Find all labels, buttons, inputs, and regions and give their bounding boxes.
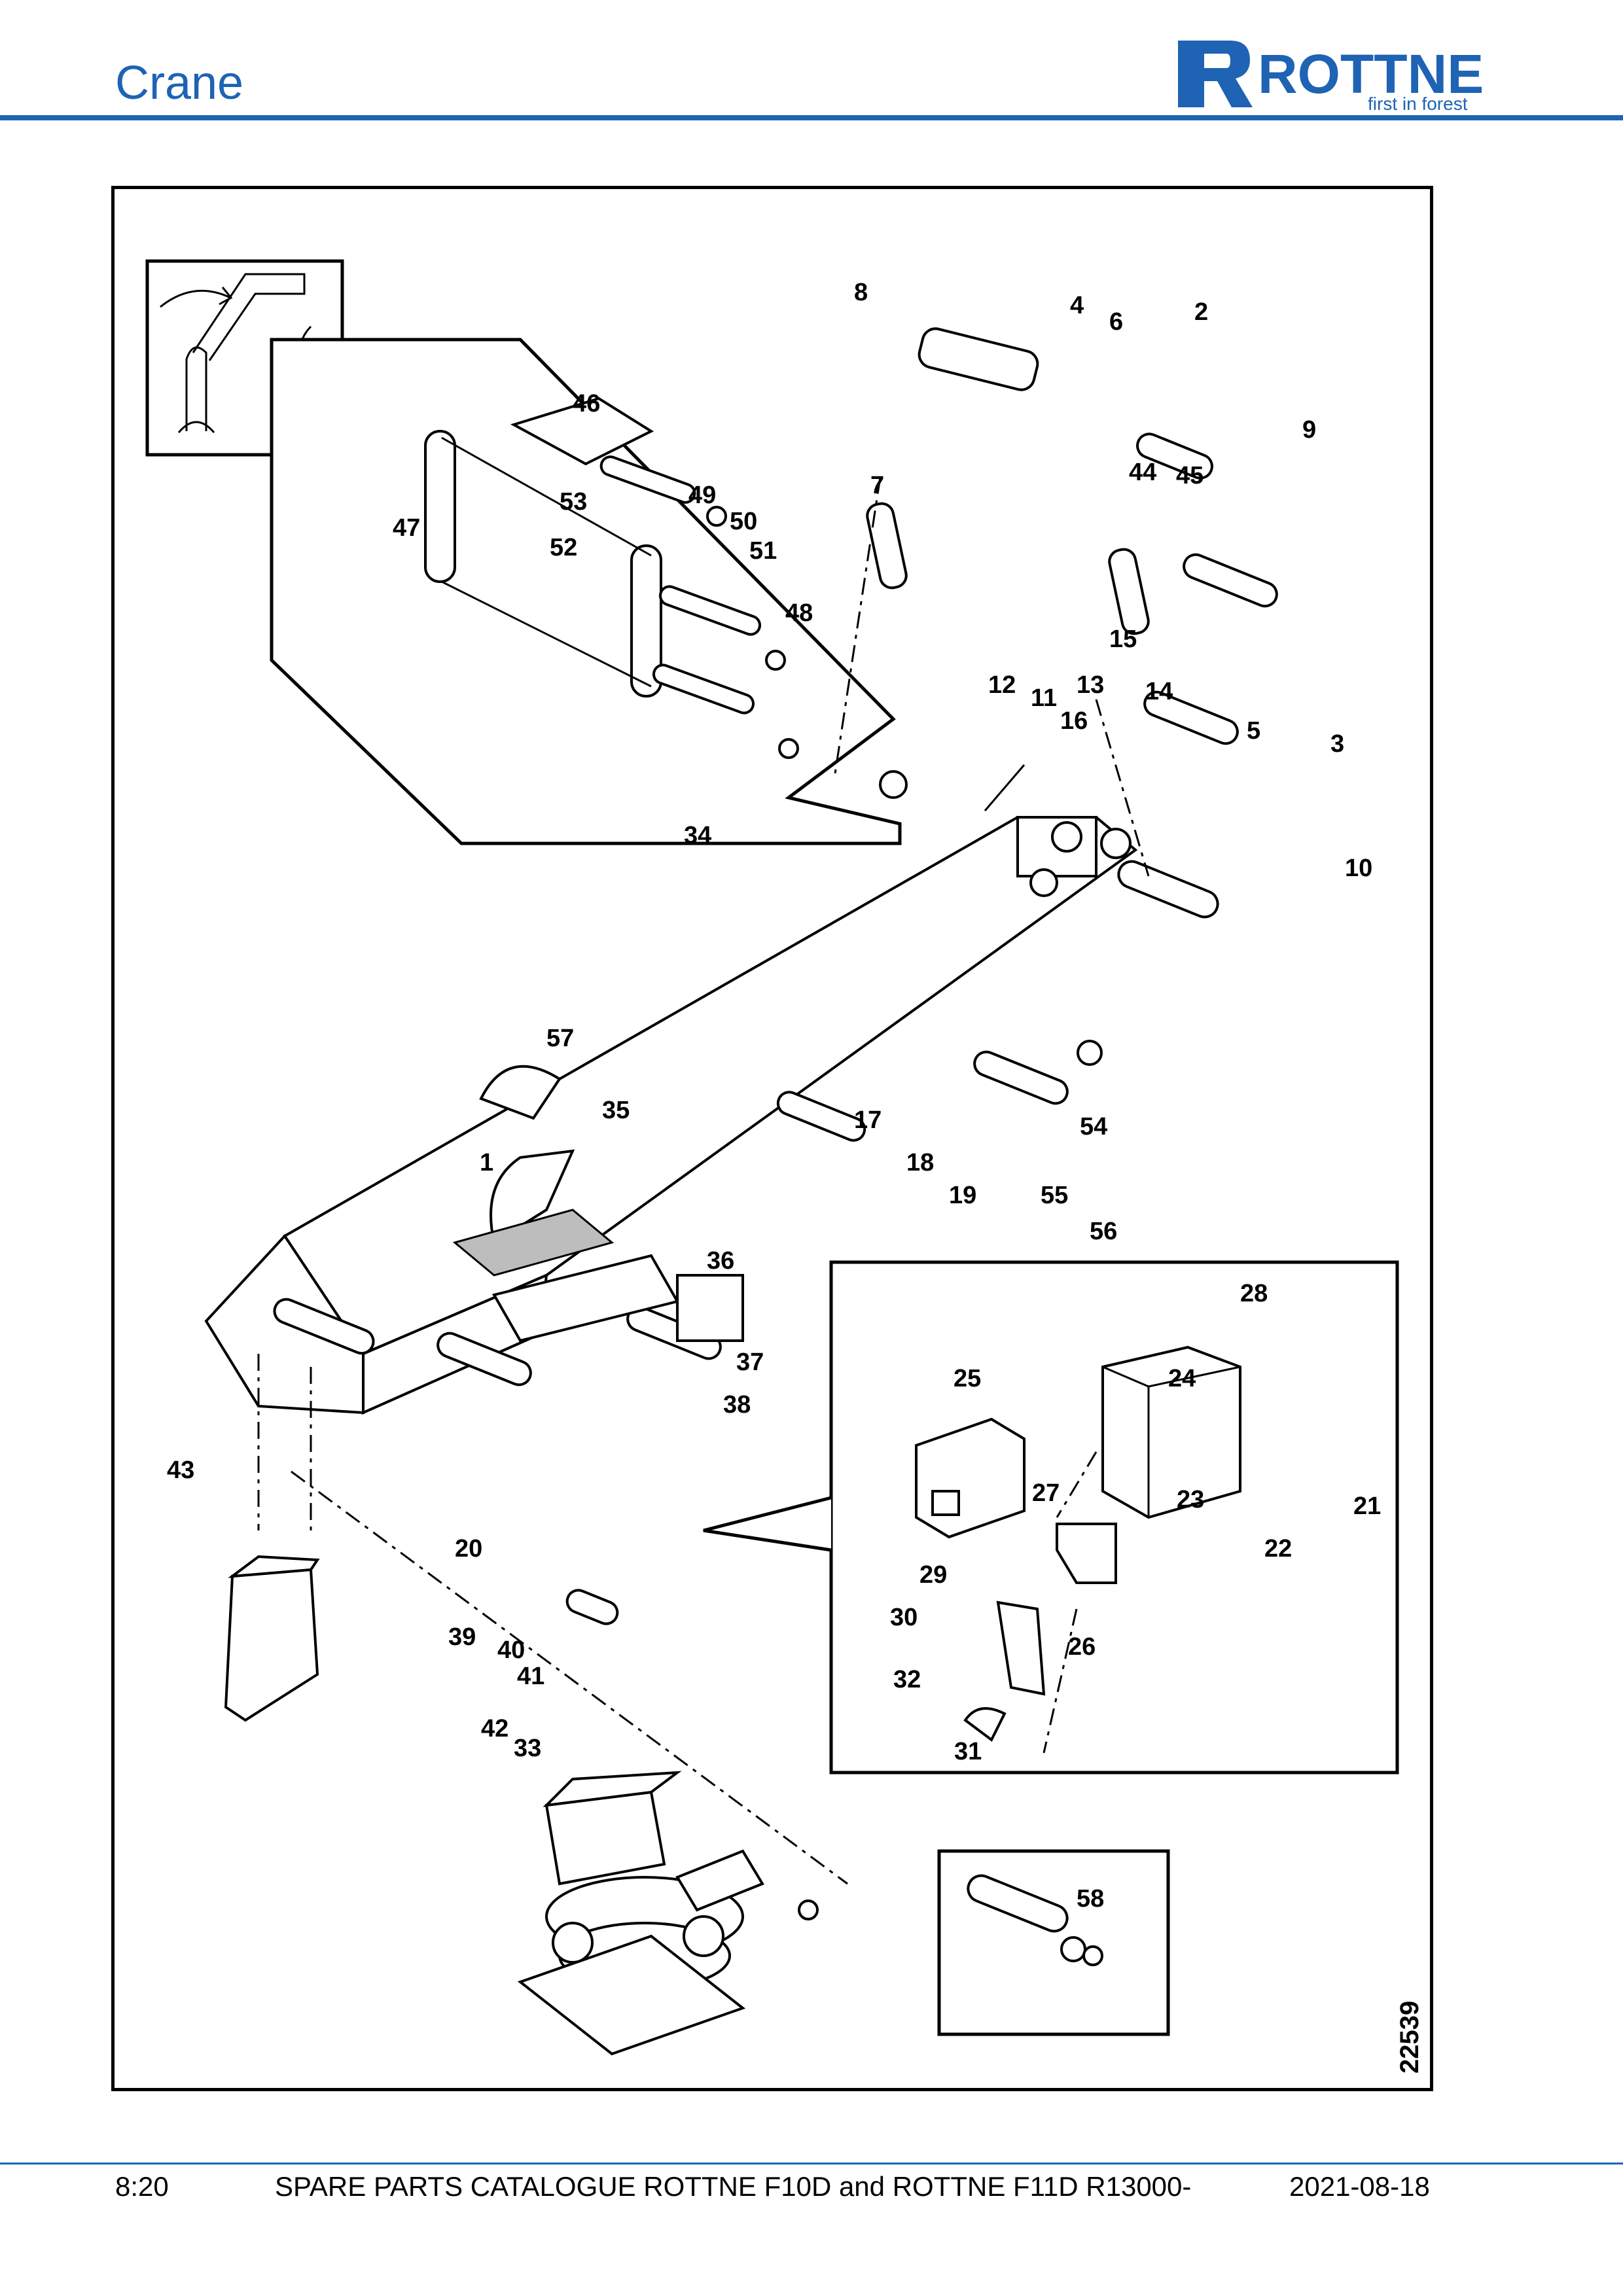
label-45: 45	[1176, 462, 1204, 489]
label-39: 39	[448, 1623, 476, 1651]
label-15: 15	[1109, 626, 1137, 653]
logo-tagline: first in forest	[1368, 94, 1468, 113]
label-5: 5	[1247, 717, 1260, 745]
label-43: 43	[167, 1457, 194, 1484]
label-58: 58	[1077, 1885, 1104, 1913]
label-26: 26	[1068, 1633, 1096, 1661]
lower-pins	[257, 1209, 848, 1885]
label-24: 24	[1168, 1365, 1196, 1392]
label-28: 28	[1240, 1280, 1268, 1307]
label-48: 48	[785, 599, 813, 627]
rottne-logo: ROTTNE first in forest	[1178, 41, 1484, 113]
label-42: 42	[481, 1715, 508, 1742]
label-47: 47	[393, 514, 420, 542]
label-36: 36	[707, 1247, 734, 1275]
base-cover	[224, 1555, 320, 1722]
label-49: 49	[688, 482, 716, 509]
label-29: 29	[919, 1561, 947, 1589]
label-17: 17	[854, 1106, 882, 1134]
label-34: 34	[684, 822, 711, 849]
label-53: 53	[560, 488, 587, 516]
label-1: 1	[480, 1149, 493, 1176]
label-56: 56	[1090, 1218, 1117, 1245]
label-8: 8	[854, 279, 868, 306]
catalogue-title: SPARE PARTS CATALOGUE ROTTNE F10D and RO…	[275, 2171, 1192, 2202]
label-30: 30	[890, 1604, 918, 1631]
label-44: 44	[1129, 459, 1156, 486]
label-41: 41	[517, 1663, 544, 1690]
drawing-number: 22539	[1395, 2001, 1424, 2074]
pin-inset	[937, 1849, 1170, 2036]
label-22: 22	[1264, 1535, 1292, 1563]
label-46: 46	[573, 390, 600, 417]
label-51: 51	[749, 537, 777, 565]
label-4: 4	[1070, 292, 1084, 319]
label-40: 40	[497, 1636, 525, 1664]
label-16: 16	[1060, 707, 1088, 735]
header-divider	[0, 115, 1623, 120]
label-13: 13	[1077, 671, 1104, 699]
label-10: 10	[1345, 855, 1372, 882]
label-27: 27	[1032, 1479, 1060, 1507]
label-14: 14	[1145, 678, 1173, 705]
exploded-parts-diagram: 1 2 3 4 5 6 7 8 9 10 11 12 13 14 15 16 1…	[145, 259, 1424, 2074]
label-57: 57	[546, 1025, 574, 1052]
label-52: 52	[550, 534, 577, 561]
label-23: 23	[1177, 1486, 1204, 1513]
label-9: 9	[1302, 416, 1316, 444]
part-number-labels: 1 2 3 4 5 6 7 8 9 10 11 12 13 14 15 16 1…	[167, 279, 1381, 1913]
label-11: 11	[1031, 684, 1057, 712]
page-title: Crane	[115, 57, 244, 109]
boom-pins	[776, 327, 1278, 1142]
label-12: 12	[988, 671, 1016, 699]
diagram-frame: 1 2 3 4 5 6 7 8 9 10 11 12 13 14 15 16 1…	[111, 186, 1433, 2091]
label-2: 2	[1194, 298, 1208, 326]
label-18: 18	[906, 1149, 934, 1176]
label-50: 50	[730, 508, 757, 535]
label-25: 25	[954, 1365, 981, 1392]
logo-mark	[1178, 41, 1253, 107]
linkage-inset	[270, 338, 902, 845]
label-32: 32	[893, 1666, 921, 1693]
label-6: 6	[1109, 308, 1123, 336]
label-21: 21	[1353, 1492, 1381, 1520]
footer-divider	[0, 2163, 1623, 2164]
label-37: 37	[736, 1349, 764, 1376]
label-20: 20	[455, 1535, 482, 1563]
slewing-base	[517, 1771, 819, 2056]
label-35: 35	[602, 1097, 630, 1124]
label-54: 54	[1080, 1113, 1107, 1140]
label-33: 33	[514, 1735, 541, 1762]
catalogue-date: 2021-08-18	[1289, 2171, 1430, 2202]
label-7: 7	[870, 472, 884, 499]
sensor-inset	[703, 1260, 1399, 1775]
label-31: 31	[954, 1738, 982, 1765]
label-55: 55	[1041, 1182, 1068, 1209]
label-3: 3	[1330, 730, 1344, 758]
label-38: 38	[723, 1391, 751, 1419]
logo-brand: ROTTNE	[1258, 43, 1484, 105]
label-19: 19	[949, 1182, 976, 1209]
page-number: 8:20	[115, 2171, 169, 2202]
